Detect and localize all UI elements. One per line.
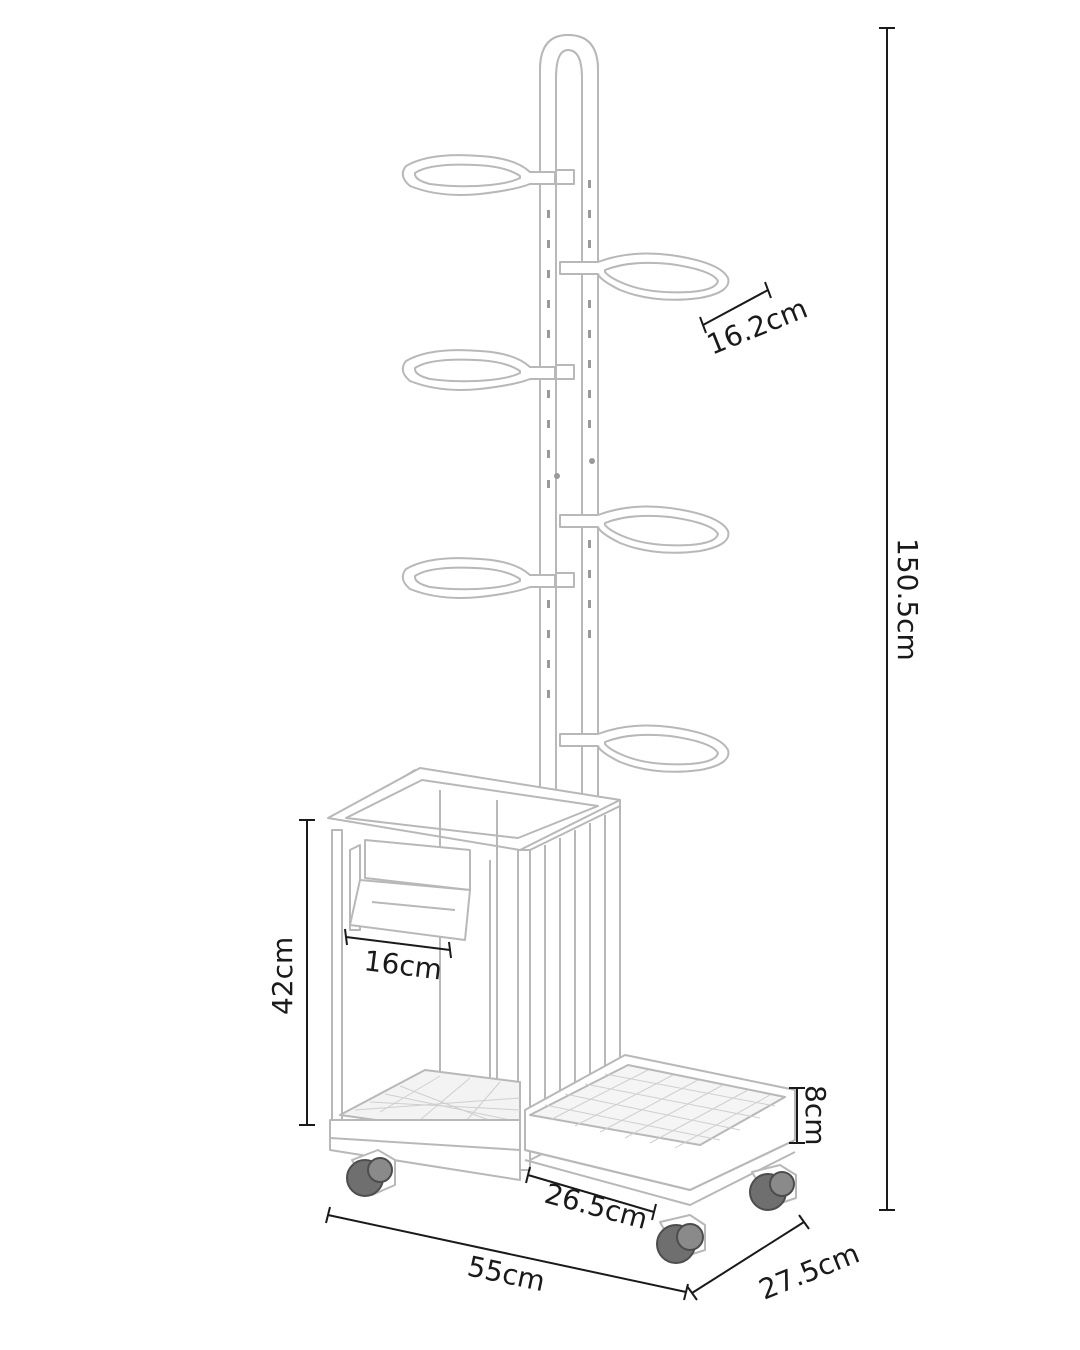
main-basket xyxy=(327,767,621,1181)
upright-frame xyxy=(539,34,599,821)
side-pocket xyxy=(349,839,471,941)
label-tray-depth: 8cm xyxy=(799,1085,832,1145)
tray-grid xyxy=(544,1069,776,1149)
extension-tray xyxy=(524,1054,796,1206)
label-pocket-width: 16cm xyxy=(362,944,444,986)
ball-ring-right-2 xyxy=(559,505,730,554)
adjustment-holes xyxy=(547,180,595,698)
wheel-front-left xyxy=(346,1149,396,1197)
label-ring-diameter: 16.2cm xyxy=(702,292,812,362)
ball-ring-left-1 xyxy=(401,154,575,196)
wheel-back-right xyxy=(749,1164,797,1211)
ball-ring-left-2 xyxy=(401,349,575,391)
label-tray-width: 26.5cm xyxy=(541,1177,651,1236)
ball-ring-right-1 xyxy=(559,252,730,301)
wheel-front-right xyxy=(656,1214,706,1264)
rack xyxy=(327,34,797,1264)
ball-ring-left-3 xyxy=(401,557,575,599)
ball-ring-right-3 xyxy=(559,724,730,773)
label-basket-height: 42cm xyxy=(266,937,299,1015)
label-total-depth: 27.5cm xyxy=(754,1237,864,1307)
label-total-width: 55cm xyxy=(465,1250,548,1299)
label-height: 150.5cm xyxy=(891,538,924,661)
dimension-lines xyxy=(299,27,895,1301)
